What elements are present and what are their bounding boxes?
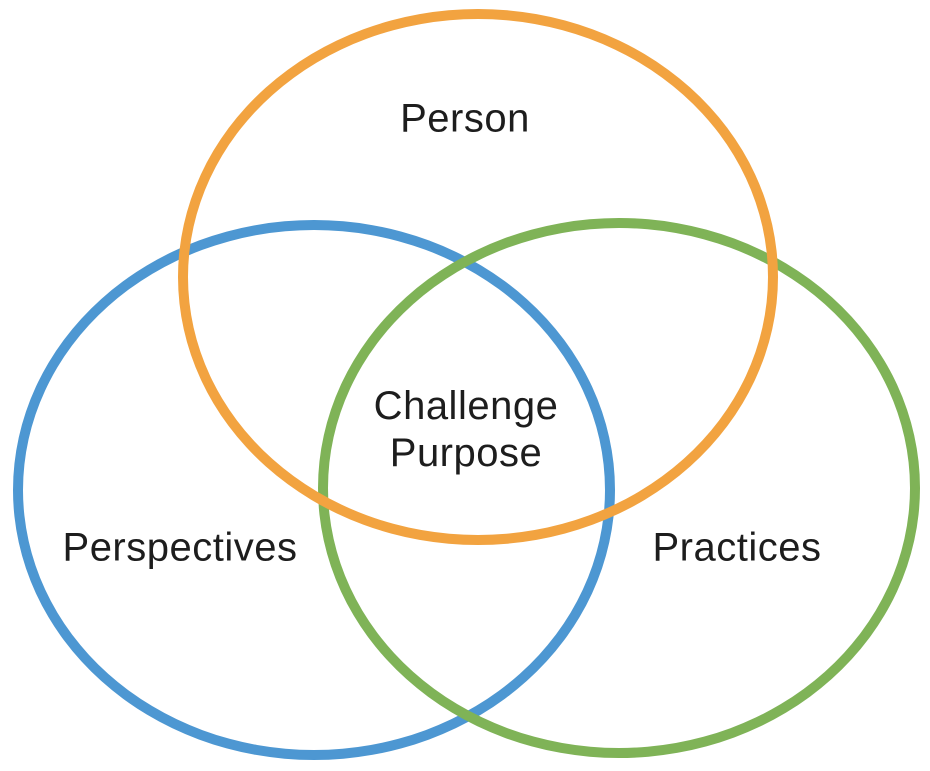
person-label: Person xyxy=(400,96,530,141)
practices-label: Practices xyxy=(652,525,822,570)
center-label-line1: Challenge xyxy=(373,384,559,428)
perspectives-label: Perspectives xyxy=(62,525,298,570)
person-circle xyxy=(178,9,778,545)
center-label: Challenge Purpose xyxy=(374,383,559,477)
center-label-line2: Purpose xyxy=(389,431,543,475)
